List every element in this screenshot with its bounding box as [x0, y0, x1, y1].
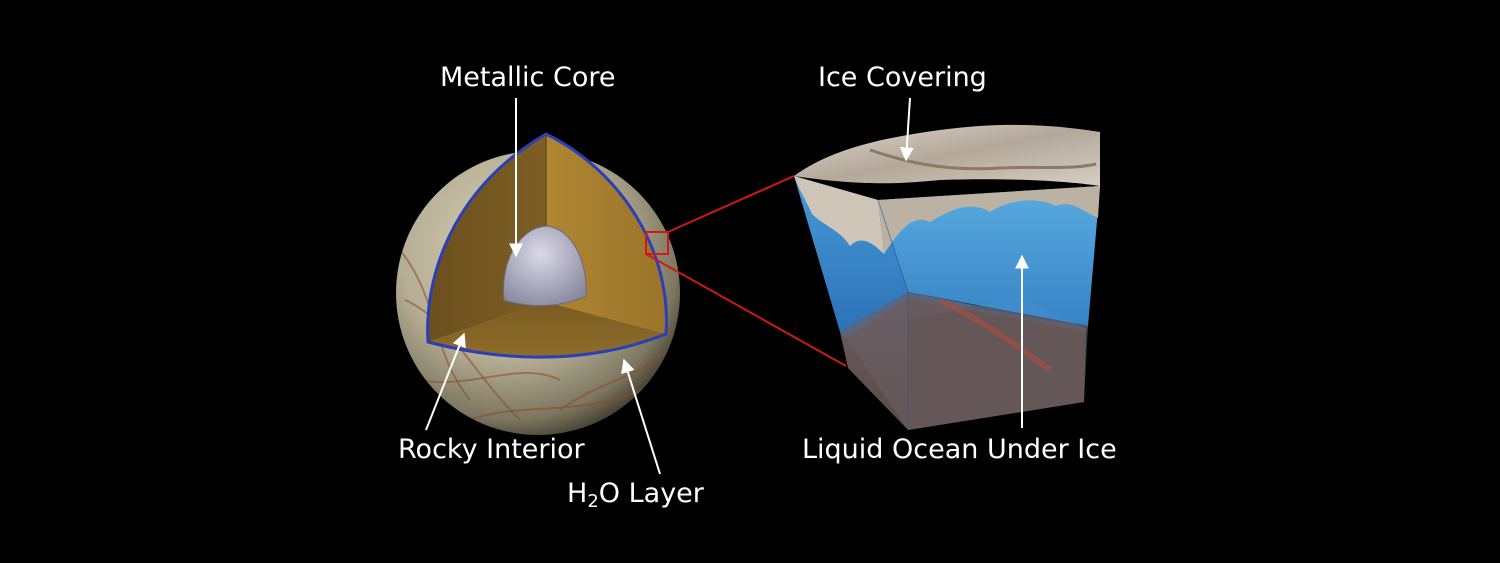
h2o-layer-label: H2O Layer — [567, 478, 704, 512]
zoom-line-top — [667, 175, 795, 233]
ice-covering-label: Ice Covering — [818, 62, 987, 93]
seafloor-lava-streak — [938, 297, 1052, 373]
block-edges — [877, 199, 909, 430]
pointer-arrows — [425, 97, 1029, 475]
europa-sphere — [396, 132, 680, 435]
metallic-core-label: Metallic Core — [440, 62, 616, 93]
ice-ridge — [869, 148, 1097, 171]
rock-floor — [428, 302, 666, 358]
liquid-ocean-label: Liquid Ocean Under Ice — [802, 434, 1117, 465]
seafloor-front-bottom — [846, 298, 1088, 430]
arrow-ice-covering — [899, 97, 914, 162]
arrow-rocky-interior — [425, 332, 466, 431]
zoom-region-box — [645, 231, 669, 255]
ice-covering-front-left — [794, 176, 884, 254]
zoom-line-bottom — [645, 253, 847, 367]
ice-covering-front-right — [878, 186, 1100, 254]
h2o-label-subscript: 2 — [587, 491, 599, 512]
ocean-right-face — [878, 186, 1100, 326]
arrow-h2o-layer — [621, 358, 661, 475]
ice-covering-top — [794, 124, 1100, 186]
h2o-label-rest: O Layer — [598, 478, 704, 509]
h2o-label-h: H — [567, 478, 588, 509]
ice-ocean-block — [794, 124, 1100, 430]
rocky-interior-label: Rocky Interior — [398, 434, 585, 465]
h2o-layer-outline — [426, 132, 668, 359]
